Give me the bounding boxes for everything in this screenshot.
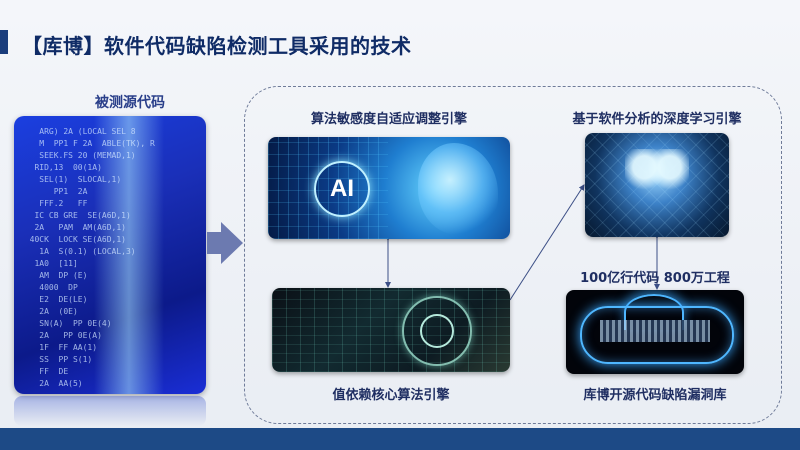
engine-group-frame [244, 86, 782, 424]
ai-image: AI [268, 137, 510, 239]
footer-bar [0, 428, 800, 450]
sensitivity-engine-label: 算法敏感度自适应调整引擎 [310, 112, 467, 127]
code-text: ARG) 2A (LOCAL SEL 8 M PP1 F 2A ABLE(TK)… [29, 127, 155, 388]
code-image-reflection [14, 396, 206, 426]
algorithm-image [272, 288, 510, 372]
ai-face-graphic [418, 143, 498, 235]
ai-badge: AI [314, 161, 370, 217]
target-ring-graphic [402, 296, 472, 366]
brain-graphic [625, 149, 689, 201]
source-code-label: 被测源代码 [95, 95, 165, 111]
server-rack-graphic [600, 320, 710, 342]
source-code-image: ARG) 2A (LOCAL SEL 8 M PP1 F 2A ABLE(TK)… [14, 116, 206, 394]
cloud-icon [580, 306, 734, 364]
light-glow [94, 116, 164, 394]
title-accent-bar [0, 30, 8, 54]
defect-library-label: 库博开源代码缺陷漏洞库 [583, 388, 727, 403]
cloud-database-image [566, 290, 744, 374]
deep-learning-engine-label: 基于软件分析的深度学习引擎 [572, 112, 742, 127]
scale-stats-label: 100亿行代码 800万工程 [580, 271, 730, 286]
dependency-engine-label: 值依赖核心算法引擎 [332, 388, 450, 403]
page-title: 【库博】软件代码缺陷检测工具采用的技术 [22, 34, 412, 58]
deep-learning-image [585, 133, 729, 237]
